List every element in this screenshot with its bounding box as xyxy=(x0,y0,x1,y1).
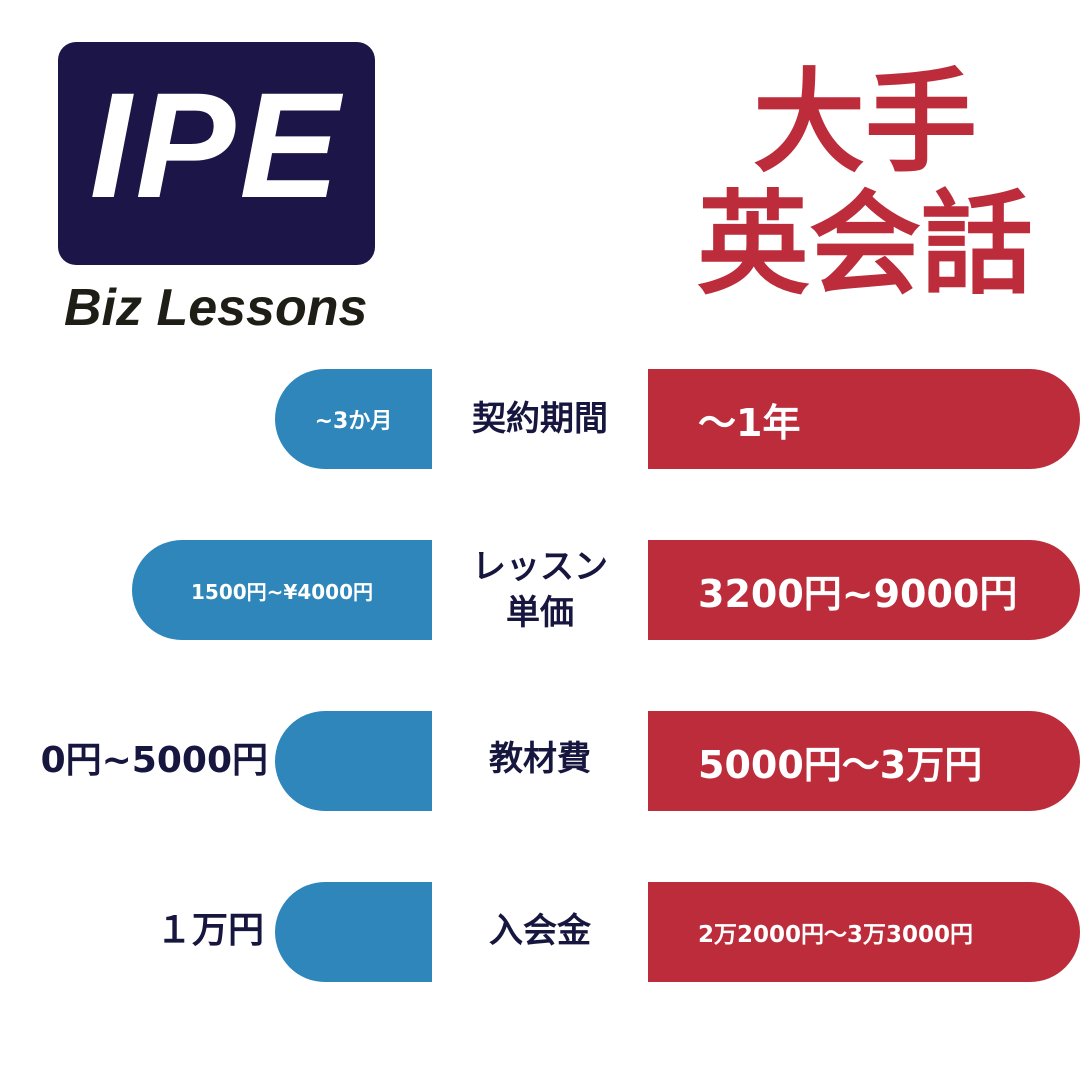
ipe-value-entry-fee: １万円 xyxy=(155,910,264,951)
other-value-entry-fee: 2万2000円～3万3000円 xyxy=(698,922,974,948)
competitor-heading: 大手 英会話 xyxy=(690,62,1040,306)
logo-subtitle: Biz Lessons xyxy=(64,279,368,337)
row-label-lesson-price-line-2: 単価 xyxy=(506,593,574,633)
row-label-entry-fee: 入会金 xyxy=(489,911,591,951)
logo-mark: IPE xyxy=(89,61,344,229)
row-label-materials: 教材費 xyxy=(489,739,591,779)
other-value-lesson-price: 3200円~9000円 xyxy=(698,571,1018,616)
other-value-contract: ～1年 xyxy=(698,400,801,445)
ipe-value-pill-contract: ~3か月 xyxy=(275,369,432,469)
other-value-pill-contract: ～1年 xyxy=(648,369,1080,469)
ipe-value-pill-materials xyxy=(275,711,432,811)
ipe-value-pill-entry-fee xyxy=(275,882,432,982)
ipe-value-contract: ~3か月 xyxy=(314,409,393,434)
other-value-materials: 5000円～3万円 xyxy=(698,742,983,787)
ipe-logo: IPE xyxy=(58,42,375,265)
ipe-value-lesson-price: 1500円~¥4000円 xyxy=(190,579,373,604)
ipe-value-materials: 0円~5000円 xyxy=(40,740,268,781)
heading-line-2: 英会話 xyxy=(697,180,1033,310)
ipe-value-pill-lesson-price: 1500円~¥4000円 xyxy=(132,540,432,640)
row-label-lesson-price-line-1: レッスン xyxy=(472,547,608,587)
heading-line-1: 大手 xyxy=(753,58,977,188)
row-label-lesson-price: レッスン 単価 xyxy=(440,544,640,636)
other-value-pill-lesson-price: 3200円~9000円 xyxy=(648,540,1080,640)
other-value-pill-materials: 5000円～3万円 xyxy=(648,711,1080,811)
other-value-pill-entry-fee: 2万2000円～3万3000円 xyxy=(648,882,1080,982)
row-label-contract: 契約期間 xyxy=(472,399,608,439)
